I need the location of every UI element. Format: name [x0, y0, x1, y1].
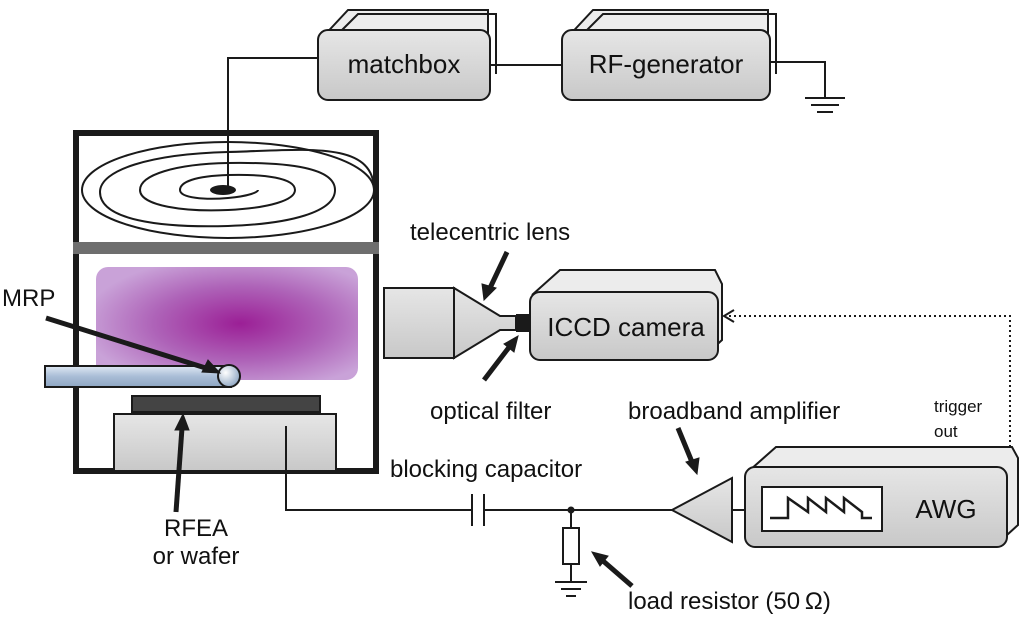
trigger-line [726, 315, 1011, 462]
amplifier-arrowhead [685, 457, 700, 476]
trigger-out-label: out [934, 422, 958, 441]
pointer-arrows [45, 250, 700, 588]
bias-wire [285, 426, 472, 511]
amplifier-triangle [669, 476, 733, 544]
load-resistor-arrowhead [590, 551, 609, 567]
rf-generator-label: RF-generator [589, 49, 744, 79]
ground-symbol-resistor [555, 581, 587, 597]
mrp-label: MRP [2, 285, 55, 312]
load-resistor-icon [562, 527, 580, 565]
antenna-feed-point [210, 185, 236, 195]
broadband-amplifier-label: broadband amplifier [628, 398, 840, 425]
wafer [131, 395, 321, 413]
load-resistor-label: load resistor (50 Ω) [628, 588, 831, 615]
amplifier-arrow [675, 427, 695, 463]
telecentric-lens-arrow [487, 250, 510, 290]
mrp-arrow [45, 315, 213, 373]
load-resistor-arrow [600, 558, 634, 588]
telecentric-lens [383, 286, 517, 360]
mrp-arrowhead [201, 359, 222, 374]
substrate-electrode [113, 413, 337, 472]
optical-filter [516, 314, 530, 332]
mrp-probe-tip [217, 364, 241, 388]
telecentric-lens-arrowhead [481, 283, 497, 302]
iccd-camera-box: ICCD camera [529, 269, 723, 361]
optical-filter-arrowhead [503, 334, 519, 353]
dielectric-window [73, 242, 379, 254]
optical-filter-arrow [482, 344, 512, 382]
rfea-label: RFEA [164, 515, 228, 542]
awg-label: AWG [915, 494, 976, 524]
awg-box: AWG [744, 446, 1019, 548]
rf-ground-wire [770, 61, 826, 98]
iccd-camera-label: ICCD camera [547, 312, 705, 342]
rfea-arrow [173, 427, 185, 513]
telecentric-lens-label: telecentric lens [410, 219, 570, 246]
matchbox-label: matchbox [348, 49, 461, 79]
rfea-wafer-label: or wafer [153, 543, 240, 570]
matchbox-box: matchbox [317, 9, 497, 101]
plasma-glow [96, 267, 358, 380]
blocking-capacitor-label: blocking capacitor [390, 456, 582, 483]
rf-generator-box: RF-generator [561, 9, 777, 101]
ground-symbol-rf [805, 97, 845, 113]
optical-filter-label: optical filter [430, 398, 551, 425]
spiral-antenna-icon [81, 141, 375, 239]
blocking-capacitor-icon [471, 494, 485, 526]
sawtooth-waveform-icon [770, 495, 872, 520]
matchbox-antenna-wire [227, 57, 318, 190]
trigger-arrowhead [722, 309, 735, 323]
rfea-arrowhead [174, 412, 190, 431]
trigger-label: trigger [934, 397, 983, 416]
